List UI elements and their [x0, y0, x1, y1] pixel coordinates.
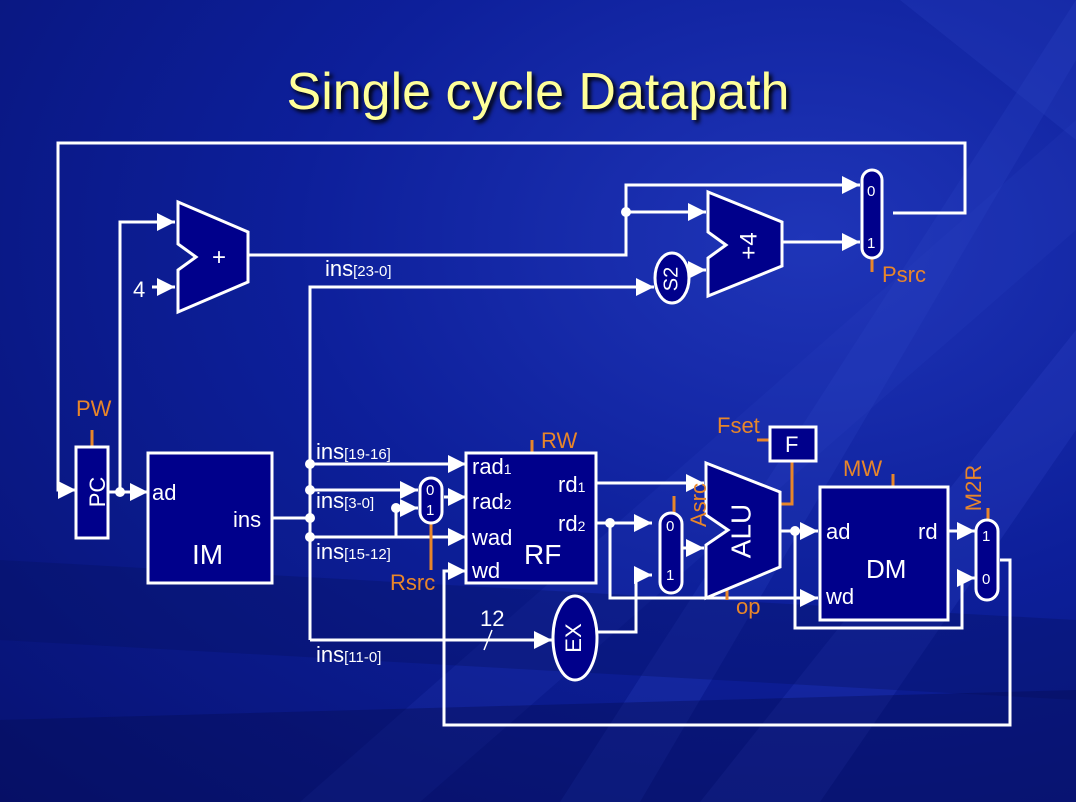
- page-title: Single cycle Datapath: [286, 63, 790, 121]
- adder-four-label: +4: [735, 232, 762, 259]
- rf-wad-label: wad: [471, 525, 512, 550]
- adder-plus-label: +: [212, 244, 226, 271]
- shift-label: S2: [660, 267, 682, 291]
- control-rw: RW: [541, 428, 577, 453]
- branch-adder: [706, 189, 784, 299]
- rf-rd2-label: rd2: [558, 511, 586, 536]
- alu-label: ALU: [725, 504, 756, 558]
- im-ins-label: ins: [233, 507, 261, 532]
- sign-extend-unit: [551, 594, 599, 682]
- register-file: [464, 451, 598, 585]
- dm-wd-label: wd: [825, 584, 854, 609]
- bus-width-label: 12: [480, 606, 504, 631]
- bus-ins-11-0: ins[11-0]: [316, 642, 381, 667]
- asrc-mux: [658, 511, 684, 595]
- rf-name-label: RF: [524, 539, 561, 570]
- bus-ins-23-0: ins[23-0]: [325, 256, 391, 281]
- bus-ins-19-16: ins[19-16]: [316, 439, 391, 464]
- pc-label: PC: [85, 477, 110, 508]
- data-memory: [818, 485, 950, 622]
- control-rsrc: Rsrc: [390, 570, 435, 595]
- pc-adder: [176, 199, 250, 315]
- flags-label: F: [785, 432, 798, 457]
- dm-rd-label: rd: [918, 519, 938, 544]
- control-mw: MW: [843, 456, 882, 481]
- dm-ad-label: ad: [826, 519, 850, 544]
- psrc-mux-in1: 1: [867, 235, 875, 252]
- rf-rad1-label: rad1: [472, 454, 512, 479]
- psrc-mux-in0: 0: [867, 183, 875, 200]
- m2r-mux-in1: 1: [982, 528, 990, 545]
- junctions: [115, 207, 800, 542]
- extend-label: EX: [561, 623, 586, 653]
- control-asrc: Asrc: [686, 483, 711, 527]
- rsrc-mux-in0: 0: [426, 482, 434, 499]
- const-four-label: 4: [133, 277, 145, 302]
- pc-register: [74, 445, 110, 540]
- dm-name-label: DM: [866, 554, 906, 584]
- control-pw: PW: [76, 396, 112, 421]
- shift-unit: [653, 251, 691, 305]
- psrc-mux: [860, 168, 884, 260]
- bus-width-slash: [483, 629, 493, 651]
- rf-wd-label: wd: [471, 558, 500, 583]
- instruction-memory: [146, 451, 274, 585]
- control-psrc: Psrc: [882, 262, 926, 287]
- control-m2r: M2R: [961, 465, 986, 511]
- im-name-label: IM: [192, 539, 223, 570]
- m2r-mux-in0: 0: [982, 571, 990, 588]
- asrc-mux-in1: 1: [666, 567, 674, 584]
- im-ad-label: ad: [152, 480, 176, 505]
- rsrc-mux-in1: 1: [426, 502, 434, 519]
- control-op: op: [736, 594, 760, 619]
- asrc-mux-in0: 0: [666, 518, 674, 535]
- bus-ins-3-0: ins[3-0]: [316, 488, 374, 513]
- m2r-mux: [974, 518, 1000, 602]
- alu: [704, 460, 782, 601]
- rf-rad2-label: rad2: [472, 489, 512, 514]
- bus-ins-15-12: ins[15-12]: [316, 539, 391, 564]
- flags-register: [768, 425, 818, 463]
- control-fset: Fset: [717, 413, 760, 438]
- rf-rd1-label: rd1: [558, 472, 586, 497]
- rsrc-mux: [418, 476, 444, 525]
